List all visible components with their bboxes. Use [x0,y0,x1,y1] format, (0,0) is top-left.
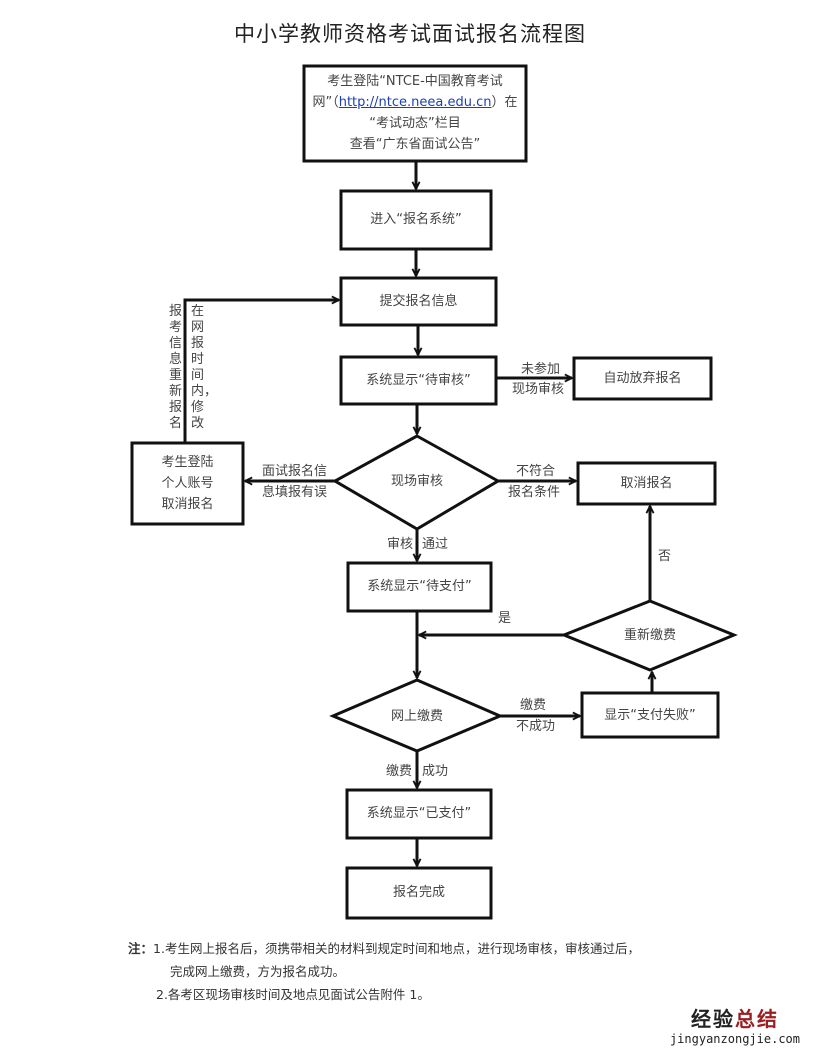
edge-reregister-loop [183,300,339,443]
label-not-qualified-2: 报名条件 [508,485,561,500]
node-cancel-registration-box [576,461,717,506]
node-payment-failed-box [580,691,720,739]
label-pay-fail-2: 不成功 [516,719,556,734]
node-submit-info: 提交报名信息 [379,294,458,309]
node-auto-abandon-box [572,356,713,401]
label-pay-ok-a: 缴费 [386,764,413,779]
watermark-logo: 经验总结 [670,1003,800,1032]
node-login-site: 考生登陆“NTCE-中国教育考试 网”（http://ntce.neea.edu… [304,71,526,155]
label-pay-fail-1: 缴费 [520,698,547,713]
watermark-url: jingyanzongjie.com [669,1032,800,1046]
node-complete-box [345,866,493,920]
node-complete: 报名完成 [392,885,445,900]
label-pay-ok-b: 成功 [422,764,449,779]
label-no: 否 [658,549,672,564]
node-repay-diamond [559,599,738,672]
note-item1-line1: 注：1.考生网上报名后，须携带相关的材料到规定时间和地点，进行现场审核，审核通过… [128,937,640,960]
notes: 注：1.考生网上报名后，须携带相关的材料到规定时间和地点，进行现场审核，审核通过… [128,937,640,1006]
node-repay: 重新缴费 [623,628,676,643]
node-cancel-registration: 取消报名 [620,476,673,491]
watermark: 经验总结 jingyanzongjie.com [670,1003,800,1046]
cancel-account-line3: 取消报名 [161,497,214,512]
watermark-cn-red: 总结 [734,1007,779,1031]
node-pending-review: 系统显示“待审核” [366,373,471,388]
node-paid: 系统显示“已支付” [366,806,472,821]
label-info-error-1: 面试报名信 [262,464,328,479]
note-item2: 2.各考区现场审核时间及地点见面试公告附件 1。 [156,987,430,1002]
notes-head: 注： [128,941,154,956]
login-site-line2: 网”（http://ntce.neea.edu.cn）在 [304,92,526,113]
node-auto-abandon: 自动放弃报名 [603,371,682,386]
cancel-account-line1: 考生登陆 [161,455,214,470]
label-review-b: 通过 [422,537,449,552]
ntce-link[interactable]: http://ntce.neea.edu.cn [338,95,492,110]
label-not-attend-1: 未参加 [521,362,561,377]
page-title: 中小学教师资格考试面试报名流程图 [234,22,586,46]
login-site-line2-suffix: ）在 [491,95,518,110]
node-enter-system: 进入“报名系统” [370,212,462,227]
login-site-line4: 查看“广东省面试公告” [349,137,481,152]
node-paid-box [345,788,493,840]
login-site-line1: 考生登陆“NTCE-中国教育考试 [327,74,503,89]
watermark-cn-black: 经验 [690,1007,735,1031]
label-reregister-outer: 报考信息重新报名 [169,304,183,431]
node-pending-payment-box [346,561,493,613]
node-online-payment: 网上缴费 [390,709,443,724]
note-item1-line2: 完成网上缴费，方为报名成功。 [170,964,346,979]
label-not-qualified-1: 不符合 [516,464,556,479]
label-not-attend-2: 现场审核 [512,382,565,397]
label-info-error-2: 息填报有误 [262,485,328,500]
label-yes: 是 [498,611,512,626]
label-reregister-inner: 在网报时间内，修改 [191,304,218,431]
node-onsite-review: 现场审核 [390,474,443,489]
node-cancel-account-box [130,441,245,526]
node-payment-failed: 显示“支付失败” [604,708,696,723]
node-pending-payment: 系统显示“待支付” [367,579,472,594]
label-review-a: 审核 [387,537,414,552]
cancel-account-line2: 个人账号 [161,476,214,491]
note-item1-text: 1.考生网上报名后，须携带相关的材料到规定时间和地点，进行现场审核，审核通过后， [153,941,640,956]
login-site-line3: “考试动态”栏目 [369,116,461,131]
node-cancel-account: 考生登陆 个人账号 取消报名 [132,452,243,515]
login-site-line2-prefix: 网”（ [312,95,339,110]
